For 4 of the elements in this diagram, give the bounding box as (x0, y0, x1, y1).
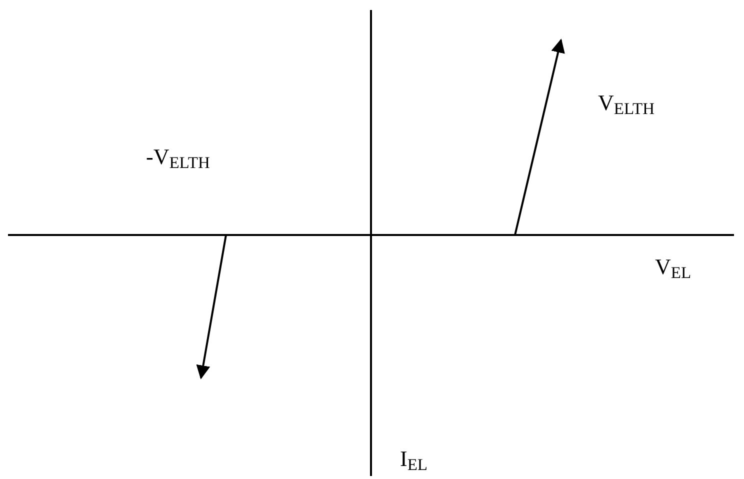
axis-label: V$_{ELTH}$ (598, 92, 655, 114)
axis-label: -V$_{ELTH}$ (146, 146, 210, 168)
axis-label: I$_{EL}$ (400, 448, 428, 470)
axis-label: V$_{EL}$ (655, 256, 692, 278)
